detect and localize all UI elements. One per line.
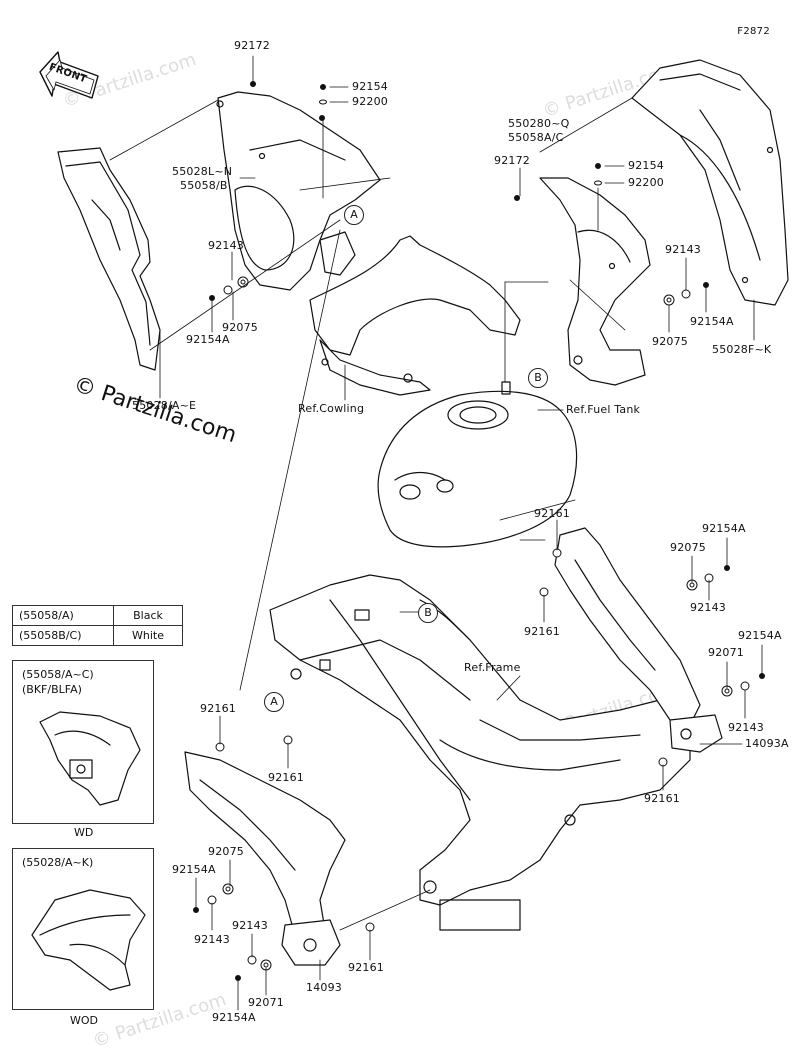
color-table: (55058/A) Black (55058B/C) White — [12, 605, 183, 646]
part-label: 92161 — [268, 771, 304, 784]
color-table-color: Black — [113, 605, 183, 626]
color-table-part: (55058B/C) — [12, 625, 114, 646]
inset-wod-caption: WOD — [70, 1014, 99, 1027]
part-label: 92071 — [708, 646, 744, 659]
part-label: 92154 — [628, 159, 664, 172]
part-label: 92143 — [208, 239, 244, 252]
part-label: 55028/A~E — [132, 399, 197, 412]
color-table-part: (55058/A) — [12, 605, 114, 626]
part-label: 92154A — [702, 522, 746, 535]
part-label: 92161 — [348, 961, 384, 974]
part-label: 55058/B — [180, 179, 228, 192]
part-label: 92161 — [534, 507, 570, 520]
inset-wd-part-sketch — [39, 711, 141, 806]
part-label: 92143 — [232, 919, 268, 932]
part-label: 92154A — [212, 1011, 256, 1024]
part-label: 92143 — [690, 601, 726, 614]
part-label: 92154 — [352, 80, 388, 93]
part-label: 92075 — [222, 321, 258, 334]
cowling-reference — [309, 235, 521, 396]
part-label: 92075 — [652, 335, 688, 348]
part-label: 92200 — [352, 95, 388, 108]
callout-marker-b: B — [418, 603, 438, 623]
inset-wd-box — [12, 660, 154, 824]
inset-wd-title: (55058/A~C) — [22, 668, 94, 681]
lower-left-side-panel — [184, 751, 346, 966]
table-row: (55058/A) Black — [12, 605, 183, 626]
part-label: 92172 — [234, 39, 270, 52]
part-label: 92161 — [524, 625, 560, 638]
part-label: 92075 — [208, 845, 244, 858]
inset-wod-part-sketch — [31, 889, 146, 991]
inset-wod-box — [12, 848, 154, 1010]
upper-right-outer-fairing — [631, 59, 789, 306]
part-label: 92200 — [628, 176, 664, 189]
part-label: 92154A — [186, 333, 230, 346]
part-label: 92172 — [494, 154, 530, 167]
color-table-color: White — [113, 625, 183, 646]
table-row: (55058B/C) White — [12, 625, 183, 646]
part-label: 92154A — [172, 863, 216, 876]
fuel-tank-reference — [377, 381, 578, 548]
part-label: 92161 — [644, 792, 680, 805]
part-label: 14093A — [745, 737, 789, 750]
ref-cowling-label: Ref.Cowling — [298, 402, 365, 415]
part-label: 92143 — [728, 721, 764, 734]
part-label: 92154A — [690, 315, 734, 328]
inset-wd-caption: WD — [74, 826, 94, 839]
leader-lines — [109, 55, 763, 1011]
ref-fuel-tank-label: Ref.Fuel Tank — [566, 403, 641, 416]
ref-frame-label: Ref.Frame — [464, 661, 521, 674]
mid-right-side-panel — [554, 527, 723, 753]
part-label: 92143 — [665, 243, 701, 256]
front-arrow-icon — [39, 51, 99, 99]
part-label: 55028F~K — [712, 343, 772, 356]
callout-marker-a: A — [344, 205, 364, 225]
part-label: 92161 — [200, 702, 236, 715]
part-label: 55028L~N — [172, 165, 233, 178]
part-label: 92071 — [248, 996, 284, 1009]
inset-wd-subtitle: (BKF/BLFA) — [22, 683, 82, 696]
inset-wod-title: (55028/A~K) — [22, 856, 94, 869]
part-label: 92154A — [738, 629, 782, 642]
diagram-code: F2872 — [737, 26, 770, 37]
part-label: 55058A/C — [508, 131, 564, 144]
part-label: 92075 — [670, 541, 706, 554]
upper-right-inner-panel — [539, 177, 651, 386]
upper-left-shroud — [216, 91, 381, 291]
part-label: 550280~Q — [508, 117, 570, 130]
frame-reference — [269, 574, 691, 931]
part-label: 92143 — [194, 933, 230, 946]
part-label: 14093 — [306, 981, 342, 994]
left-side-fairing — [57, 147, 161, 371]
callout-marker-b: B — [528, 368, 548, 388]
callout-marker-a: A — [264, 692, 284, 712]
